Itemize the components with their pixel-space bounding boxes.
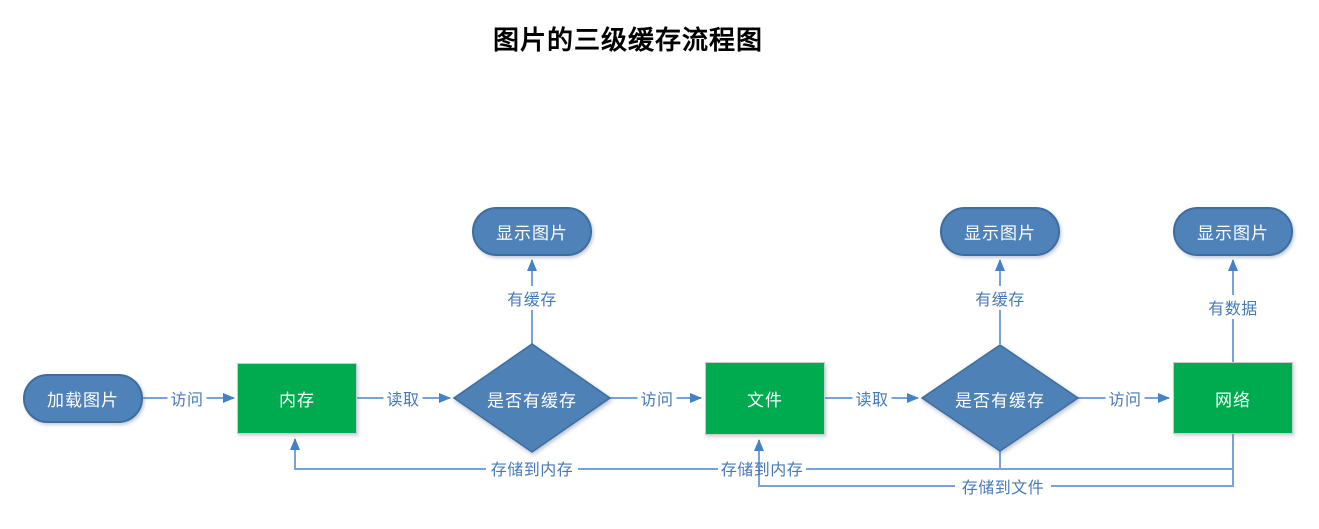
display-image-node-3: 显示图片 <box>1173 207 1293 256</box>
display-image-label-1: 显示图片 <box>496 224 568 243</box>
edge-label-store-to-memory-1: 存储到内存 <box>490 462 574 479</box>
load-image-node: 加载图片 <box>23 374 143 423</box>
edge-store-memory-left-segment <box>290 438 486 470</box>
file-label: 文件 <box>747 391 783 410</box>
edge-label-store-to-memory-2: 存储到内存 <box>720 462 804 479</box>
cache-check-1-label: 是否有缓存 <box>487 391 577 411</box>
network-node: 网络 <box>1173 362 1293 434</box>
cache-check-1-diamond <box>452 343 612 453</box>
diagram-title: 图片的三级缓存流程图 <box>492 25 763 55</box>
edge-label-read-1: 读取 <box>383 386 423 410</box>
edge-label-visit-2: 访问 <box>637 386 677 410</box>
edge-label-has-cache-2: 有缓存 <box>972 286 1028 310</box>
memory-node: 内存 <box>237 363 357 434</box>
load-image-label: 加载图片 <box>47 391 119 410</box>
display-image-label-3: 显示图片 <box>1197 224 1269 243</box>
display-image-label-2: 显示图片 <box>964 224 1036 243</box>
display-image-node-1: 显示图片 <box>472 207 592 256</box>
network-label: 网络 <box>1215 390 1251 410</box>
edge-store-file-left-segment <box>754 439 955 487</box>
cache-check-2-label: 是否有缓存 <box>955 391 1045 411</box>
cache-check-2-diamond <box>920 344 1080 452</box>
file-node: 文件 <box>705 362 825 435</box>
display-image-node-2: 显示图片 <box>940 207 1060 256</box>
edge-label-store-to-file: 存储到文件 <box>961 480 1045 497</box>
edge-label-read-2: 读取 <box>852 386 892 410</box>
memory-label: 内存 <box>279 391 315 410</box>
edge-label-visit-3: 访问 <box>1105 386 1145 410</box>
edge-label-has-data: 有数据 <box>1205 295 1261 319</box>
edge-label-has-cache-1: 有缓存 <box>504 286 560 310</box>
edge-label-visit-1: 访问 <box>167 386 207 410</box>
edge-store-file-right-segment <box>1051 434 1234 487</box>
